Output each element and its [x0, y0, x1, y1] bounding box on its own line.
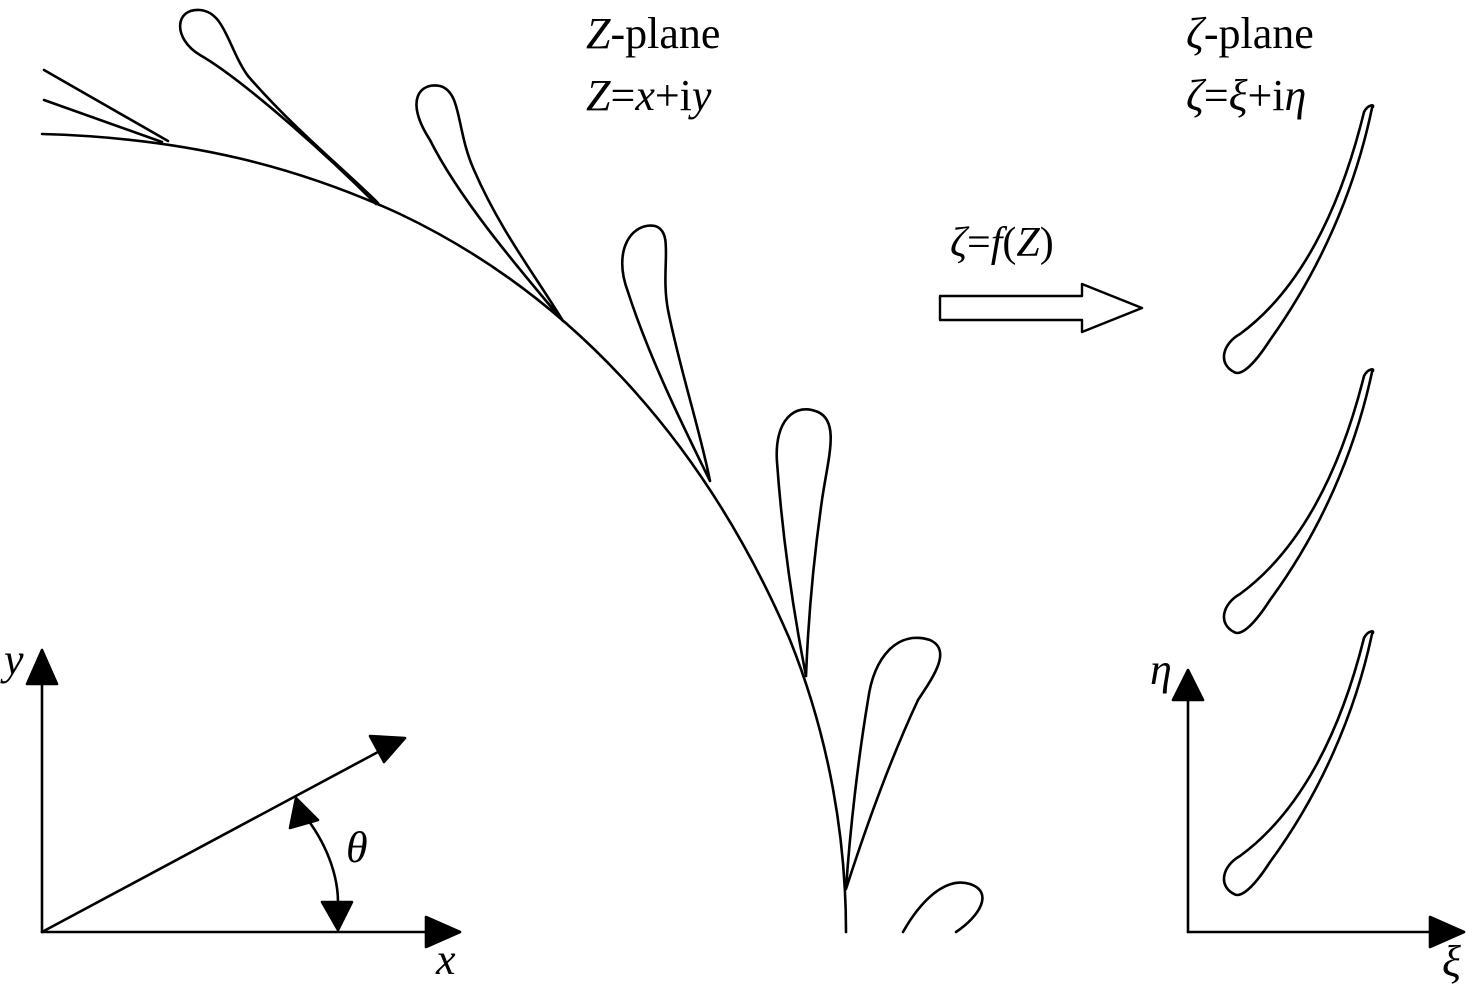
mapping-arrow — [938, 282, 1144, 334]
blade-zeta-2 — [1222, 368, 1375, 635]
map-lhs: ζ — [950, 220, 968, 266]
blade-z-7 — [901, 881, 984, 934]
z-eq-eq: = — [610, 71, 636, 120]
zeta-plane-title-var: ζ — [1186, 9, 1204, 58]
z-axis-x-arrowhead — [424, 915, 462, 949]
blade-zeta-1 — [1222, 104, 1375, 375]
z-plane-title: Z-plane — [586, 12, 720, 56]
zeta-eq-xi: ξ — [1228, 71, 1248, 120]
z-axis-y-arrowhead — [25, 648, 59, 686]
zeta-eq-eta: η — [1284, 71, 1307, 120]
map-open: ( — [1002, 220, 1017, 266]
z-eq-plus: +i — [654, 71, 692, 120]
zeta-plane-equation: ζ=ξ+iη — [1186, 74, 1306, 118]
z-axis-y-label: y — [4, 635, 24, 684]
hub-curve — [40, 132, 848, 934]
z-eq-lhs: Z — [586, 71, 611, 120]
zeta-eq-lhs: ζ — [1186, 71, 1204, 120]
map-f: f — [990, 220, 1003, 266]
mapping-equation: ζ=f(Z) — [950, 222, 1054, 264]
zeta-eq-eq: = — [1203, 71, 1229, 120]
theta-arc-arrowhead-top — [288, 796, 320, 830]
z-axis-x-label: x — [436, 935, 456, 984]
zeta-axis-xi-arrowhead — [1428, 915, 1466, 949]
zeta-axis-eta-arrowhead — [1171, 668, 1205, 702]
theta-arc — [306, 818, 340, 904]
blade-z-4 — [620, 224, 712, 483]
blade-z-3 — [415, 84, 565, 323]
z-ray-arrowhead — [368, 734, 407, 764]
zeta-axis-xi-label: ξ — [1442, 937, 1461, 986]
map-eq: = — [967, 220, 991, 266]
zeta-plane-title-rest: -plane — [1203, 9, 1314, 58]
z-plane-equation: Z=x+iy — [586, 74, 711, 118]
z-eq-y: y — [691, 71, 712, 120]
z-eq-x: x — [635, 71, 655, 120]
theta-label: θ — [346, 823, 368, 872]
blade-z-6 — [844, 636, 942, 891]
map-close: ) — [1039, 220, 1054, 266]
blade-z-2 — [178, 8, 380, 206]
z-ray — [40, 750, 380, 934]
theta-arc-arrowhead-bottom — [320, 900, 354, 932]
blade-z-1 — [42, 68, 170, 144]
zeta-plane-title: ζ-plane — [1186, 12, 1314, 56]
blade-z-5 — [775, 408, 832, 678]
zeta-eq-plus: +i — [1247, 71, 1285, 120]
z-plane-title-var: Z — [586, 9, 611, 58]
z-plane-title-rest: -plane — [610, 9, 721, 58]
map-arg: Z — [1016, 220, 1040, 266]
zeta-axis-eta-label: η — [1150, 645, 1172, 694]
blade-zeta-3 — [1222, 630, 1375, 897]
